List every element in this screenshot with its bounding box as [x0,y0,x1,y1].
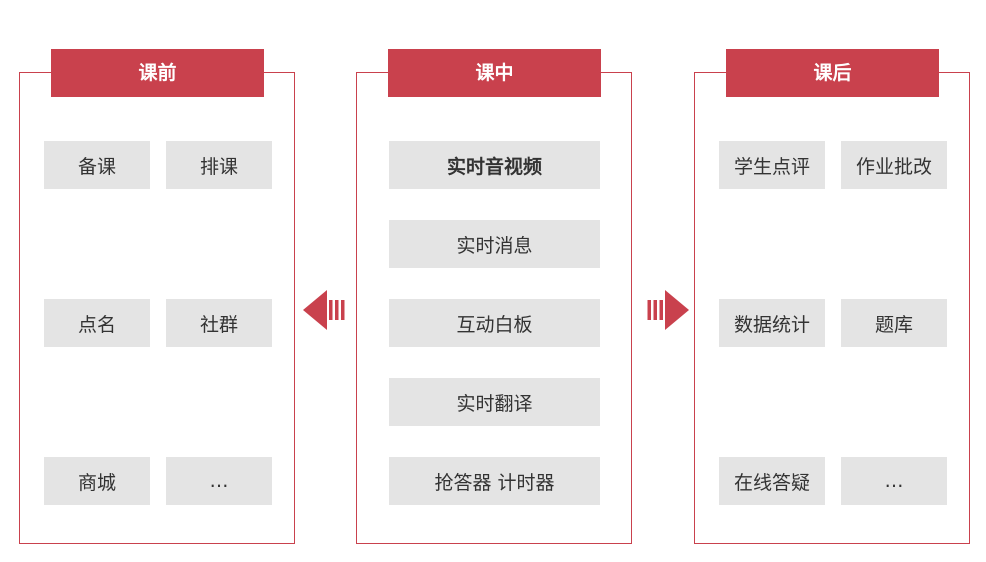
item-buzzer-timer[interactable]: 抢答器 计时器 [389,457,600,505]
item-question-bank[interactable]: 题库 [841,299,947,347]
item-realtime-av[interactable]: 实时音视频 [389,141,600,189]
arrow-right-icon [647,290,689,330]
panel-before-title: 课前 [51,49,264,97]
item-homework-grading[interactable]: 作业批改 [841,141,947,189]
item-data-statistics[interactable]: 数据统计 [719,299,825,347]
panel-during-title: 课中 [388,49,601,97]
item-more-before[interactable]: … [166,457,272,505]
item-interactive-whiteboard[interactable]: 互动白板 [389,299,600,347]
panel-after-title: 课后 [726,49,939,97]
item-community[interactable]: 社群 [166,299,272,347]
item-lesson-prep[interactable]: 备课 [44,141,150,189]
item-more-after[interactable]: … [841,457,947,505]
item-realtime-translation[interactable]: 实时翻译 [389,378,600,426]
item-realtime-messaging[interactable]: 实时消息 [389,220,600,268]
panel-after-class: 课后 学生点评 作业批改 数据统计 题库 在线答疑 … [694,49,970,544]
panel-before-class: 课前 备课 排课 点名 社群 商城 … [19,49,295,544]
item-online-qa[interactable]: 在线答疑 [719,457,825,505]
item-mall[interactable]: 商城 [44,457,150,505]
item-student-review[interactable]: 学生点评 [719,141,825,189]
arrow-left-icon [303,290,345,330]
panel-during-class: 课中 实时音视频 实时消息 互动白板 实时翻译 抢答器 计时器 [356,49,632,544]
item-roll-call[interactable]: 点名 [44,299,150,347]
item-scheduling[interactable]: 排课 [166,141,272,189]
